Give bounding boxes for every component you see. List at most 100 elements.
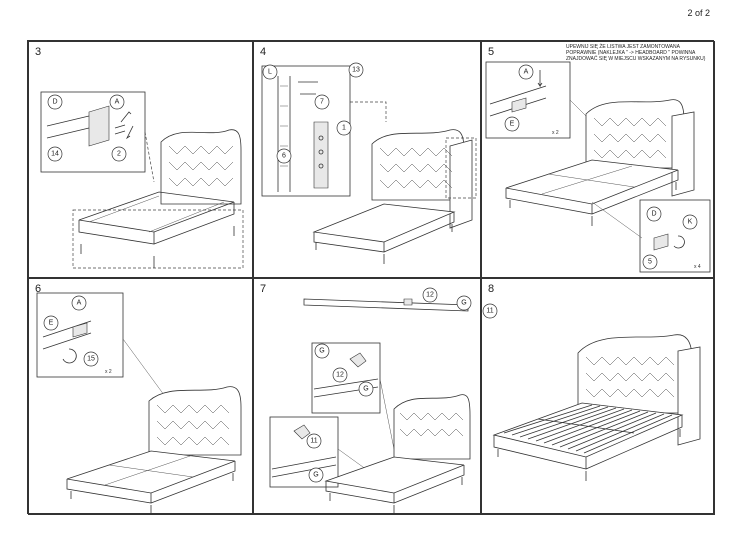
svg-text:G: G	[363, 386, 368, 393]
page-number: 2 of 2	[687, 8, 710, 18]
svg-text:K: K	[688, 219, 693, 226]
multiplier-x4: x 4	[694, 264, 701, 270]
svg-text:2: 2	[117, 151, 121, 158]
slat	[303, 298, 469, 312]
bed-frame	[312, 203, 456, 243]
svg-text:G: G	[319, 348, 324, 355]
callout-A: A	[71, 295, 87, 311]
headboard	[160, 129, 242, 205]
headboard-wing	[449, 139, 473, 229]
detail-box	[261, 65, 351, 197]
svg-text:12: 12	[336, 372, 344, 379]
callout-1: 1	[336, 120, 352, 136]
legs	[509, 182, 677, 226]
arrow	[537, 70, 543, 88]
step-4-illustration: L 13 7 1 6	[261, 62, 477, 264]
headboard	[585, 99, 685, 169]
callout-D: D	[47, 94, 63, 110]
callout-G: G	[308, 467, 324, 483]
svg-text:7: 7	[320, 99, 324, 106]
step-number: 4	[260, 46, 267, 58]
callout-G: G	[358, 381, 374, 397]
svg-text:14: 14	[51, 151, 59, 158]
headboard-wing	[677, 346, 701, 446]
step-number: 5	[488, 46, 495, 58]
callout-12: 12	[332, 367, 348, 383]
callout-12: 12	[422, 287, 438, 303]
tufting	[168, 145, 234, 187]
bolt	[114, 124, 126, 135]
legs	[70, 473, 234, 513]
callout-G: G	[314, 343, 330, 359]
svg-text:E: E	[510, 121, 515, 128]
bed-frame	[505, 159, 679, 205]
svg-text:12: 12	[426, 292, 434, 299]
svg-text:11: 11	[310, 438, 317, 445]
callout-15: 15	[83, 351, 99, 367]
callout-E: E	[43, 315, 59, 331]
step-panel-4: 4 L 13 7 1 6	[253, 41, 481, 278]
warning-note: UPEWNIJ SIĘ ŻE LISTWA JEST ZAMONTOWANA P…	[566, 44, 706, 62]
hand	[293, 424, 311, 440]
multiplier-x2: x 2	[105, 369, 112, 375]
instruction-grid: 3 D A 14 2	[27, 40, 715, 515]
callout-G: G	[456, 295, 472, 311]
callout-E: E	[504, 116, 520, 132]
svg-text:A: A	[77, 300, 82, 307]
svg-text:L: L	[268, 69, 272, 76]
svg-text:A: A	[524, 69, 529, 76]
callout-6: 6	[276, 148, 292, 164]
arrow	[125, 125, 134, 140]
step-number: 7	[260, 283, 267, 295]
callout-7: 7	[314, 94, 330, 110]
step-panel-7: 7 12 G 11 G 12 G 11 G	[253, 278, 498, 515]
callout-L: L	[262, 64, 278, 80]
callout-D: D	[646, 206, 662, 222]
step-number: 8	[488, 283, 495, 295]
callout-13: 13	[348, 62, 364, 78]
step-5-illustration: A E x 2 D K 5 x 4	[485, 61, 711, 273]
svg-text:D: D	[651, 211, 656, 218]
legs	[315, 224, 453, 264]
svg-text:D: D	[52, 99, 57, 106]
step-number: 3	[35, 46, 42, 58]
rotate-arrow	[62, 348, 77, 364]
step-8-illustration	[492, 334, 701, 481]
step-panel-8: 8	[481, 278, 715, 515]
headboard-wing	[671, 111, 695, 197]
callout-5: 5	[642, 254, 658, 270]
rotate-arrow	[673, 235, 685, 249]
svg-text:13: 13	[352, 67, 360, 74]
svg-text:A: A	[115, 99, 120, 106]
headboard	[148, 386, 242, 456]
svg-text:15: 15	[87, 356, 95, 363]
svg-text:5: 5	[648, 259, 652, 266]
center-rail	[537, 418, 635, 434]
callout-2: 2	[111, 146, 127, 162]
svg-text:G: G	[461, 300, 466, 307]
callout-11: 11	[482, 303, 498, 319]
legs	[497, 429, 681, 481]
step-number: 6	[35, 283, 42, 295]
rail	[277, 76, 291, 192]
callout-A: A	[109, 94, 125, 110]
svg-text:E: E	[49, 320, 54, 327]
callout-11: 11	[306, 433, 322, 449]
callout-14: 14	[47, 146, 63, 162]
step-panel-5: 5 UPEWNIJ SIĘ ŻE LISTWA JEST ZAMONTOWANA…	[481, 41, 715, 278]
svg-text:6: 6	[282, 153, 286, 160]
bracket-plate	[88, 105, 110, 147]
step-7-illustration: 12 G 11 G 12 G 11 G	[269, 287, 498, 513]
callout-K: K	[682, 214, 698, 230]
bracket	[313, 121, 329, 189]
step-6-illustration: A E 15 x 2	[36, 292, 242, 513]
legs	[80, 226, 235, 268]
step-panel-3: 3 D A 14 2	[28, 41, 253, 278]
callout-A: A	[518, 64, 534, 80]
legs	[329, 477, 463, 513]
svg-text:1: 1	[342, 125, 346, 132]
step-panel-6: 6 A E 15 x 2	[28, 278, 253, 515]
hand	[349, 352, 367, 368]
bed-frame	[324, 456, 465, 494]
step-3-illustration: D A 14 2	[40, 91, 244, 269]
